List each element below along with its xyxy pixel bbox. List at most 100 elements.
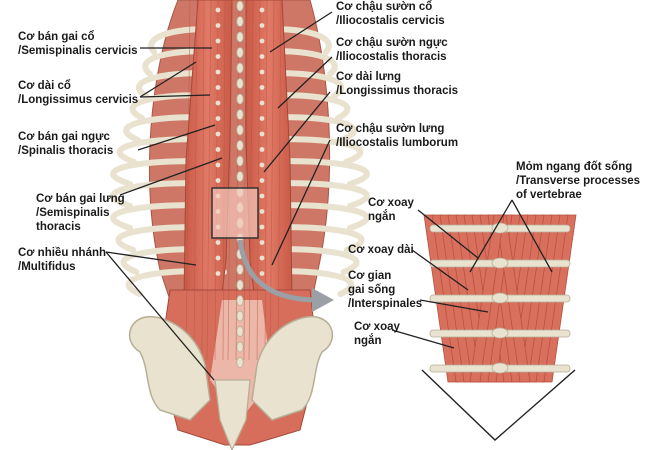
vertebra-dot bbox=[259, 224, 265, 230]
vertebra-dot bbox=[259, 85, 265, 90]
label-semispinalis-thoracis: Cơ bán gai lưng /Semispinalis thoracis bbox=[36, 192, 125, 234]
muscle-fiber bbox=[185, 0, 191, 361]
vertebral-body bbox=[491, 327, 509, 339]
vertebra-dot bbox=[259, 116, 265, 121]
vertebral-body bbox=[491, 362, 509, 374]
label-line: /Interspinales bbox=[348, 298, 423, 310]
spinous-process bbox=[236, 0, 244, 12]
label-iliocostalis-thoracis: Cơ chậu sườn ngực /Iliocostalis thoracis bbox=[336, 36, 448, 64]
label-spinalis-thoracis: Cơ bán gai ngực /Spinalis thoracis bbox=[18, 130, 113, 158]
vertebra-dot bbox=[259, 147, 265, 152]
muscle-fiber bbox=[193, 0, 198, 361]
vertebra-dot bbox=[259, 7, 265, 13]
spinous-process bbox=[236, 62, 244, 74]
vertebra-dot bbox=[259, 193, 265, 199]
label-line: /Semispinalis cervicis bbox=[18, 45, 138, 57]
label-line: Cơ dài lưng bbox=[336, 71, 402, 83]
inset-bracket bbox=[421, 369, 576, 441]
muscle-fiber bbox=[227, 0, 233, 361]
vertebra-dot bbox=[259, 131, 265, 137]
vertebra-dot bbox=[259, 162, 265, 168]
vertebra-dot bbox=[215, 240, 221, 245]
vertebral-body bbox=[491, 257, 509, 269]
spinous-process bbox=[236, 155, 244, 167]
spinous-process bbox=[236, 124, 244, 136]
muscle-fiber bbox=[264, 0, 268, 361]
muscle-fiber bbox=[243, 0, 247, 361]
vertebra-dot bbox=[215, 131, 221, 137]
zoom-region-box bbox=[211, 187, 259, 239]
spinous-process bbox=[236, 357, 244, 368]
label-line: /Spinalis thoracis bbox=[18, 145, 114, 157]
label-rotatores-short-top: Cơ xoay ngắn bbox=[368, 196, 414, 224]
label-line: Cơ xoay bbox=[368, 197, 414, 209]
muscle-fiber bbox=[248, 0, 254, 361]
label-line: /Semispinalis bbox=[36, 207, 110, 219]
vertebra-dot bbox=[215, 271, 221, 276]
spinous-process bbox=[236, 279, 244, 291]
label-line: Cơ chậu sườn cổ bbox=[336, 1, 433, 13]
vertebra-dot bbox=[259, 54, 265, 59]
muscle-fiber bbox=[269, 0, 275, 361]
label-iliocostalis-cervicis: Cơ chậu sườn cổ /Iliocostalis cervicis bbox=[336, 0, 445, 28]
vertebra-dot bbox=[215, 54, 221, 59]
label-transverse-processes: Mỏm ngang đốt sống /Transverse processes… bbox=[516, 160, 640, 202]
label-line: thoracis bbox=[36, 221, 81, 233]
label-line: /Multifidus bbox=[18, 261, 76, 273]
muscle-fiber bbox=[206, 0, 212, 361]
vertebra-dot bbox=[215, 255, 221, 261]
vertebra-dot bbox=[215, 147, 221, 152]
spinous-process bbox=[236, 93, 244, 105]
vertebra-dot bbox=[215, 23, 221, 28]
vertebra-dot bbox=[259, 271, 265, 276]
label-rotatores-long: Cơ xoay dài bbox=[348, 243, 414, 257]
label-rotatores-short-bottom: Cơ xoay ngắn bbox=[354, 320, 400, 348]
vertebral-body bbox=[491, 292, 509, 304]
vertebra-dot bbox=[259, 23, 265, 28]
vertebra-dot bbox=[259, 240, 265, 245]
leader-lines bbox=[105, 11, 553, 381]
spinous-process bbox=[236, 310, 244, 322]
spinous-process bbox=[236, 109, 244, 120]
label-line: Mỏm ngang đốt sống bbox=[516, 161, 633, 173]
label-iliocostalis-lumborum: Cơ chậu sườn lưng /Iliocostalis lumborum bbox=[336, 122, 458, 150]
vertebra-dot bbox=[215, 162, 221, 168]
spinous-process bbox=[236, 47, 244, 58]
label-interspinales: Cơ gian gai sống /Interspinales bbox=[348, 269, 422, 311]
spinous-process bbox=[236, 78, 244, 89]
label-longissimus-thoracis: Cơ dài lưng /Longissimus thoracis bbox=[336, 70, 458, 98]
label-line: Cơ chậu sườn ngực bbox=[336, 37, 448, 49]
spinous-process bbox=[236, 264, 244, 275]
spinous-process bbox=[236, 326, 244, 337]
vertebra-dot bbox=[215, 69, 221, 75]
vertebra-dot bbox=[259, 209, 265, 214]
vertebra-dot bbox=[215, 7, 221, 13]
spinous-process bbox=[236, 341, 244, 353]
label-line: Cơ bán gai ngực bbox=[18, 131, 110, 143]
spinous-process bbox=[236, 295, 244, 306]
label-line: of vertebrae bbox=[516, 189, 582, 201]
muscle-fiber bbox=[277, 0, 282, 361]
label-line: /Iliocostalis cervicis bbox=[336, 15, 445, 27]
label-line: Cơ dài cổ bbox=[18, 80, 71, 92]
vertebra-dot bbox=[215, 38, 221, 44]
spinous-process bbox=[236, 31, 244, 43]
vertebral-body bbox=[491, 222, 509, 234]
label-line: Cơ bán gai cổ bbox=[18, 31, 95, 43]
label-line: ngắn bbox=[368, 211, 396, 223]
label-semispinalis-cervicis: Cơ bán gai cổ /Semispinalis cervicis bbox=[18, 30, 138, 58]
label-line: Cơ xoay dài bbox=[348, 244, 414, 256]
vertebra-dot bbox=[259, 178, 265, 183]
label-line: Cơ chậu sườn lưng bbox=[336, 123, 445, 135]
vertebra-dot bbox=[259, 100, 265, 106]
muscle-fiber bbox=[256, 0, 261, 361]
label-line: gai sống bbox=[348, 284, 396, 296]
label-line: /Iliocostalis thoracis bbox=[336, 51, 447, 63]
vertebra-dot bbox=[215, 100, 221, 106]
label-line: Cơ xoay bbox=[354, 321, 400, 333]
label-line: /Iliocostalis lumborum bbox=[336, 137, 459, 149]
muscle-fiber bbox=[222, 0, 226, 361]
label-line: Cơ gian bbox=[348, 270, 392, 282]
inset-deep-muscles bbox=[420, 205, 580, 383]
